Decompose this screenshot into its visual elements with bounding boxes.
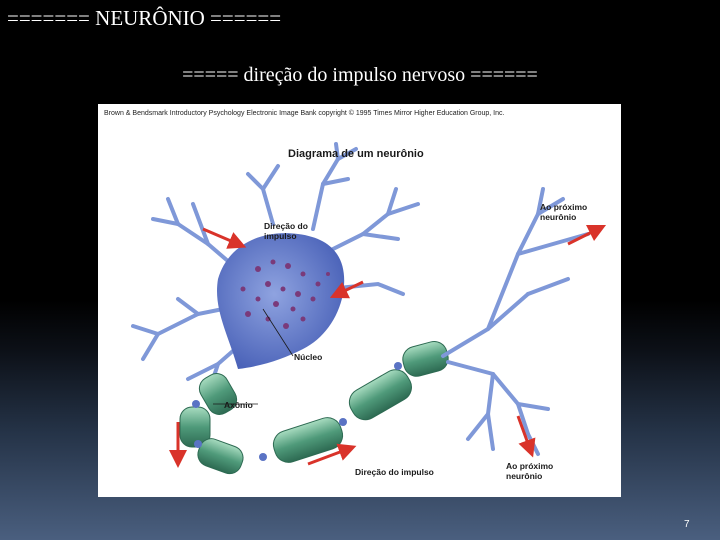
copyright-credit: Brown & Bendsmark Introductory Psycholog… xyxy=(104,110,504,117)
label-impulse-direction: Direção do impulso xyxy=(264,221,308,241)
label-next-neuron-bottom: Ao próximo neurônio xyxy=(506,461,553,481)
slide-subtitle: ===== direção do impulso nervoso ====== xyxy=(0,64,720,87)
slide-title: ======= NEURÔNIO ====== xyxy=(7,6,281,31)
label-axon: Axônio xyxy=(224,400,253,410)
label-nucleus: Núcleo xyxy=(294,352,322,362)
cell-body xyxy=(217,233,344,369)
diagram-title: Diagrama de um neurônio xyxy=(288,148,424,160)
axon-terminals xyxy=(443,189,588,454)
label-next-neuron-top: Ao próximo neurônio xyxy=(540,202,587,222)
label-impulse-direction-bottom: Direção do impulso xyxy=(355,467,434,477)
neuron-illustration xyxy=(98,104,621,497)
page-number: 7 xyxy=(684,519,690,530)
neuron-diagram: Brown & Bendsmark Introductory Psycholog… xyxy=(98,104,621,497)
